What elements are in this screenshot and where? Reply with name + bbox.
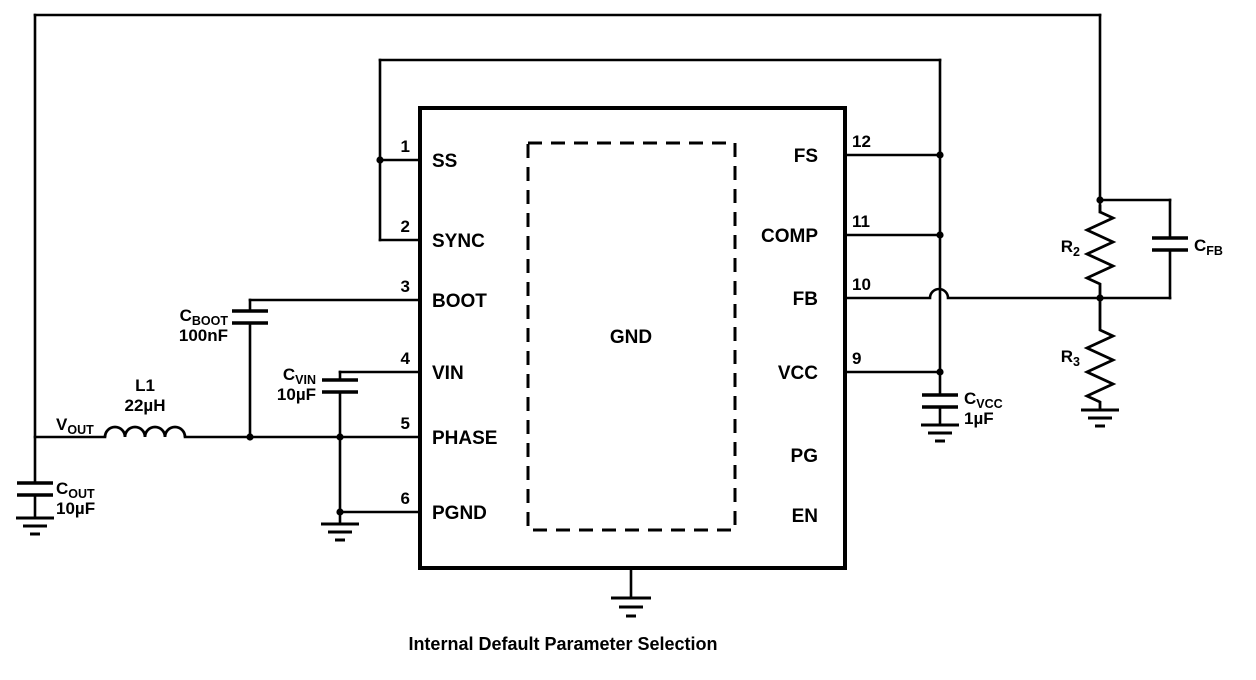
capacitor-cvcc bbox=[922, 393, 958, 409]
pin-boot-label: BOOT bbox=[432, 291, 487, 312]
wires bbox=[33, 13, 1172, 600]
capacitor-cboot bbox=[232, 309, 268, 325]
l1-ref-label: L1 bbox=[135, 376, 155, 395]
ground-symbol-cout bbox=[16, 516, 54, 536]
cvcc-ref-label: CVCC bbox=[964, 389, 1003, 411]
r2-ref-label: R2 bbox=[1061, 237, 1080, 259]
capacitor-cfb bbox=[1152, 236, 1188, 252]
ground-symbol-cvcc bbox=[921, 423, 959, 443]
pin-9-number: 9 bbox=[852, 349, 861, 368]
cout-value-label: 10µF bbox=[56, 499, 95, 518]
ground-symbol-pgnd bbox=[321, 522, 359, 542]
resistor-r3 bbox=[1083, 298, 1117, 410]
junction-dot bbox=[936, 231, 944, 239]
junction-dot bbox=[246, 433, 254, 441]
pin-pg-label: PG bbox=[791, 446, 818, 467]
cfb-ref-label: CFB bbox=[1194, 236, 1223, 258]
r3-ref-label: R3 bbox=[1061, 347, 1080, 369]
pin-6-number: 6 bbox=[401, 489, 410, 508]
pin-10-number: 10 bbox=[852, 275, 871, 294]
capacitor-cvin bbox=[322, 378, 358, 394]
ground-symbol-ic bbox=[611, 596, 651, 618]
pin-ss-label: SS bbox=[432, 151, 457, 172]
pin-fb-wire-with-hop bbox=[843, 287, 1172, 300]
resistor-r2 bbox=[1083, 205, 1117, 298]
pin-12-number: 12 bbox=[852, 132, 871, 151]
pin-en-label: EN bbox=[792, 506, 818, 527]
cvin-ref-label: CVIN bbox=[283, 365, 316, 387]
junction-dots bbox=[246, 151, 1104, 516]
vout-label: VOUT bbox=[56, 415, 94, 437]
cboot-value-label: 100nF bbox=[179, 326, 228, 345]
junction-dot bbox=[936, 368, 944, 376]
cvcc-value-label: 1µF bbox=[964, 409, 994, 428]
cvin-value-label: 10µF bbox=[277, 385, 316, 404]
ic-body bbox=[418, 106, 847, 570]
junction-dot bbox=[936, 151, 944, 159]
pin-sync-label: SYNC bbox=[432, 231, 485, 252]
pin-fs-label: FS bbox=[794, 146, 818, 167]
caption: Internal Default Parameter Selection bbox=[408, 634, 717, 654]
internal-gnd-box bbox=[526, 141, 737, 532]
l1-value-label: 22µH bbox=[125, 396, 166, 415]
pin-5-number: 5 bbox=[401, 414, 410, 433]
ground-symbol-r3 bbox=[1081, 408, 1119, 428]
capacitor-cout bbox=[17, 481, 53, 497]
right-pin-labels: 12 11 10 9 FS COMP FB VCC PG EN bbox=[761, 132, 871, 527]
junction-dot bbox=[1096, 196, 1104, 204]
pin-vcc-label: VCC bbox=[778, 363, 818, 384]
junction-dot bbox=[376, 156, 384, 164]
internal-gnd-label: GND bbox=[610, 327, 652, 348]
cout-ref-label: COUT bbox=[56, 479, 95, 501]
component-labels: VOUT L1 22µH COUT 10µF CBOOT 100nF CVIN … bbox=[56, 236, 1223, 518]
pin-vin-label: VIN bbox=[432, 363, 464, 384]
pin-phase-label: PHASE bbox=[432, 428, 497, 449]
pin-comp-label: COMP bbox=[761, 226, 818, 247]
junction-dot bbox=[336, 508, 344, 516]
inductor-l1 bbox=[103, 425, 187, 438]
junction-dot bbox=[1096, 294, 1104, 302]
left-pin-labels: 1 2 3 4 5 6 SS SYNC BOOT VIN PHASE PGND bbox=[401, 137, 498, 524]
junction-dot bbox=[336, 433, 344, 441]
pin-2-number: 2 bbox=[401, 217, 410, 236]
pin-11-number: 11 bbox=[852, 212, 870, 231]
cboot-ref-label: CBOOT bbox=[180, 306, 229, 328]
pin-4-number: 4 bbox=[401, 349, 411, 368]
pin-pgnd-label: PGND bbox=[432, 503, 487, 524]
pin-3-number: 3 bbox=[401, 277, 410, 296]
components bbox=[16, 205, 1188, 618]
pin-fb-label: FB bbox=[793, 289, 818, 310]
pin-1-number: 1 bbox=[401, 137, 410, 156]
